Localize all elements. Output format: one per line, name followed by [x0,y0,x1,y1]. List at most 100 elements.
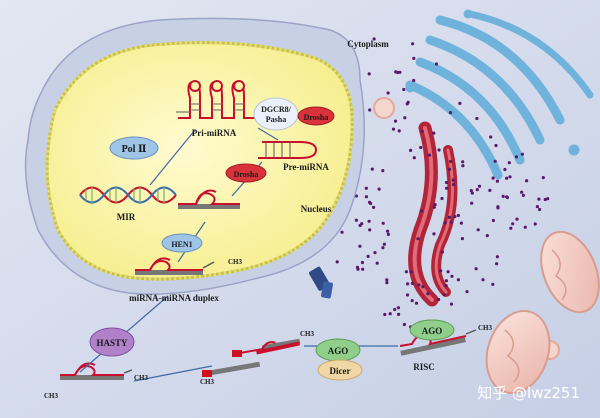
ribosome-dot [456,213,460,218]
ribosome-dot [489,135,493,139]
ribosome-dot [447,215,452,219]
ribosome-dot [496,205,500,209]
ribosome-dot [427,153,431,157]
ribosome-dot [449,220,453,224]
ribosome-dot [475,188,479,192]
ribosome-dot [481,278,485,282]
drosha-enzyme-mid: Drosha [225,163,267,183]
ch3-label: CH3 [44,392,59,400]
ribosome-dot [491,176,495,180]
ribosome-dots [330,37,550,329]
hen1-label: HEN1 [171,240,192,249]
ribosome-dot [356,267,360,271]
duplex-label: miRNA-miRNA duplex [129,293,219,303]
ribosome-dot [543,197,547,202]
ribosome-dot [449,302,454,306]
vesicle [373,97,395,119]
ribosome-dot [393,307,397,312]
ribosome-dot [501,194,505,198]
ribosome-dot [432,232,436,236]
ribosome-dot [414,301,419,305]
ribosome-dot [495,262,499,266]
ribosome-dot [503,167,507,172]
ribosome-dot [451,178,455,182]
mitochondrion [485,309,551,395]
ribosome-dot [386,232,390,236]
ribosome-dot [419,209,423,213]
ribosome-dot [368,228,372,232]
ribosome-dot [385,281,389,285]
endoplasmic-reticulum [408,121,458,307]
watermark-text: 知乎 @lwz251 [477,384,580,402]
ribosome-dot [491,282,495,286]
ch3-label: CH3 [478,324,493,332]
ribosome-dot [386,229,390,233]
ribosome-dot [370,167,374,171]
ribosome-dot [523,225,527,229]
ribosome-dot [444,279,448,283]
ribosome-dot [358,244,362,248]
ribosome-dot [465,290,469,294]
ribosome-dot [450,274,454,278]
ribosome-dot [410,299,414,303]
ribosome-dot [459,221,463,225]
ribosome-dot [495,179,499,183]
ribosome-dot [416,237,420,241]
ribosome-dot [367,219,371,223]
ribosome-dot [385,278,389,282]
ribosome-dot [440,196,444,201]
ribosome-dot [470,191,474,195]
ribosome-dot [442,293,446,297]
ribosome-dot [366,254,370,258]
ribosome-dot [437,148,441,152]
ch3-label: CH3 [228,258,243,266]
ribosome-dot [477,184,482,188]
ribosome-dot [456,278,460,282]
pol2-enzyme: Pol Ⅱ [109,136,159,160]
ribosome-dot [520,190,524,194]
ribosome-dot [419,145,423,150]
ribosome-dot [469,189,473,193]
ribosome-dot [505,195,509,199]
ribosome-dot [476,228,480,232]
ago-enzyme-mid: AGO [315,338,361,362]
ribosome-dot [546,197,550,201]
ribosome-dot [335,260,339,264]
ribosome-dot [340,230,344,234]
pri-mirna-label: Pri-miRNA [192,128,237,138]
ago-enzyme-risc: AGO [409,319,455,341]
ribosome-dot [364,186,368,190]
ribosome-dot [396,70,400,75]
hasty-label: HASTY [96,338,128,348]
ribosome-dot [432,131,436,135]
ribosome-dot [383,312,387,317]
ribosome-dot [381,221,385,225]
ribosome-dot [449,159,453,164]
ribosome-dot [406,282,410,286]
ribosome-dot [509,226,513,230]
ribosome-dot [535,205,540,209]
ribosome-dot [373,251,377,255]
hen1-enzyme: HEN1 [161,233,203,253]
ribosome-dot [381,246,385,250]
ribosome-dot [372,37,376,41]
ribosome-dot [491,218,495,223]
ribosome-dot [461,160,465,164]
ribosome-dot [405,293,410,297]
ribosome-dot [397,312,401,316]
ribosome-dot [520,152,525,156]
ribosome-dot [377,187,381,191]
ribosome-dot [474,267,478,271]
ribosome-dot [511,222,515,226]
dicer-enzyme: Dicer [317,359,363,381]
ribosome-dot [451,182,456,187]
drosha-mid-label: Drosha [234,170,259,179]
pol2-label: Pol Ⅱ [122,144,147,155]
pri-mirna-structure [176,80,258,119]
ribosome-dot [533,222,537,226]
ribosome-dot [485,234,489,238]
ribosome-dot [461,164,465,168]
hasty-enzyme: HASTY [89,327,135,357]
dgcr8-label: DGCR8/ [261,105,292,114]
